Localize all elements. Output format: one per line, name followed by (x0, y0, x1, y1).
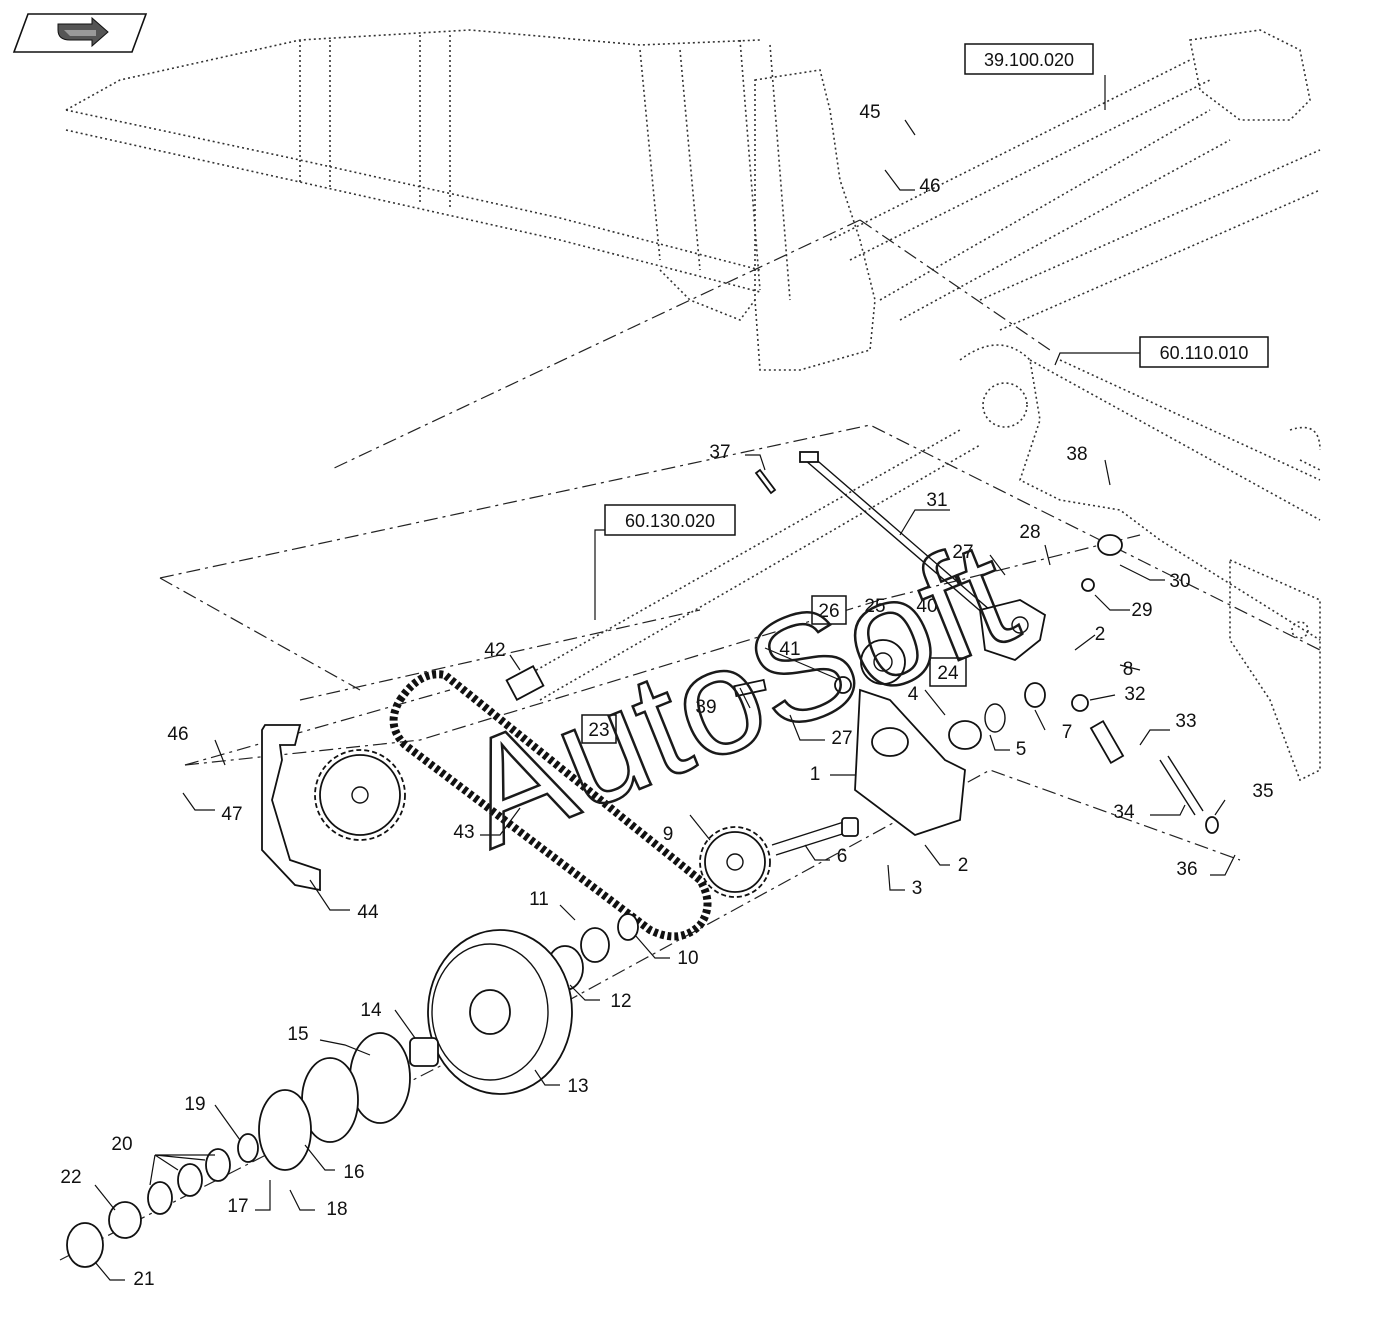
callout-45: 45 (859, 102, 880, 123)
bracket-plate-1 (854, 688, 966, 837)
callout-37: 37 (709, 442, 730, 463)
hub-parts-right (948, 534, 1219, 834)
reference-box-60-110-010[interactable]: 60.110.010 (1139, 336, 1269, 368)
callout-30: 30 (1169, 571, 1190, 592)
sprocket-9 (699, 826, 771, 898)
callout-4: 4 (908, 684, 919, 705)
callout-34: 34 (1113, 802, 1135, 823)
boxed-callout-26: 26 (811, 595, 847, 625)
callout-2: 2 (1095, 624, 1106, 645)
callout-1: 1 (810, 764, 821, 785)
rings-19-22 (66, 1133, 259, 1268)
chain-guard-44 (261, 724, 321, 892)
sprocket-26 (834, 639, 906, 694)
reference-box-39-100-020[interactable]: 39.100.020 (964, 43, 1094, 75)
leader-lines (94, 75, 1236, 1281)
callout-21: 21 (133, 1269, 154, 1290)
callout-9: 9 (663, 824, 674, 845)
callout-38: 38 (1066, 444, 1087, 465)
reference-label: 60.130.020 (625, 511, 715, 531)
callout-13: 13 (567, 1076, 588, 1097)
reference-label: 60.110.010 (1160, 343, 1249, 363)
nav-arrow-button[interactable] (12, 13, 148, 53)
callout-22: 22 (60, 1167, 81, 1188)
callout-20: 20 (111, 1134, 132, 1155)
callout-46: 46 (167, 724, 188, 745)
callout-35: 35 (1252, 781, 1273, 802)
bushing-14 (409, 1037, 439, 1067)
callout-41: 41 (779, 639, 800, 660)
callout-43: 43 (453, 822, 474, 843)
callout-label: 24 (937, 663, 959, 684)
threaded-rod-6 (771, 817, 859, 856)
callout-33: 33 (1175, 711, 1196, 732)
reference-box-60-130-020[interactable]: 60.130.020 (604, 504, 736, 536)
callout-27: 27 (831, 728, 852, 749)
callout-11: 11 (529, 889, 549, 910)
callout-10: 10 (677, 948, 698, 969)
callout-14: 14 (360, 1000, 382, 1021)
roller-chain-43 (389, 670, 712, 941)
callout-15: 15 (287, 1024, 308, 1045)
callout-39: 39 (695, 697, 716, 718)
callout-5: 5 (1016, 739, 1027, 760)
callout-label: 23 (588, 720, 609, 741)
callout-42: 42 (484, 640, 505, 661)
callout-25: 25 (864, 596, 885, 617)
callout-8: 8 (1123, 659, 1134, 680)
callout-7: 7 (1062, 722, 1073, 743)
upper-shaft (505, 429, 981, 701)
bolt-37 (754, 468, 777, 495)
callout-numbers: 45 46 37 38 31 27 28 30 29 25 40 2 8 41 … (60, 102, 1273, 1290)
callout-36: 36 (1176, 859, 1197, 880)
reference-label: 39.100.020 (984, 50, 1074, 70)
pulley-13 (427, 929, 573, 1095)
callout-label: 26 (818, 601, 839, 622)
callout-27: 27 (952, 542, 973, 563)
callout-32: 32 (1124, 684, 1145, 705)
boxed-callout-23: 23 (581, 714, 617, 744)
callout-28: 28 (1019, 522, 1040, 543)
boxed-callout-24: 24 (929, 657, 967, 687)
machine-frame (65, 29, 1321, 782)
callout-29: 29 (1131, 600, 1152, 621)
callout-31: 31 (926, 490, 947, 511)
callout-12: 12 (610, 991, 631, 1012)
callout-40: 40 (916, 596, 937, 617)
arrow-right-icon (57, 16, 109, 48)
callout-46: 46 (919, 176, 940, 197)
callout-18: 18 (326, 1199, 347, 1220)
callout-19: 19 (184, 1094, 205, 1115)
plates-15-16 (258, 1032, 411, 1171)
callout-17: 17 (227, 1196, 248, 1217)
callout-16: 16 (343, 1162, 364, 1183)
large-sprocket (314, 749, 406, 841)
callout-44: 44 (357, 902, 379, 923)
callout-6: 6 (837, 846, 848, 867)
callout-2: 2 (958, 855, 969, 876)
tensioner-arm-24 (979, 599, 1047, 662)
callout-3: 3 (912, 878, 923, 899)
callout-47: 47 (221, 804, 242, 825)
